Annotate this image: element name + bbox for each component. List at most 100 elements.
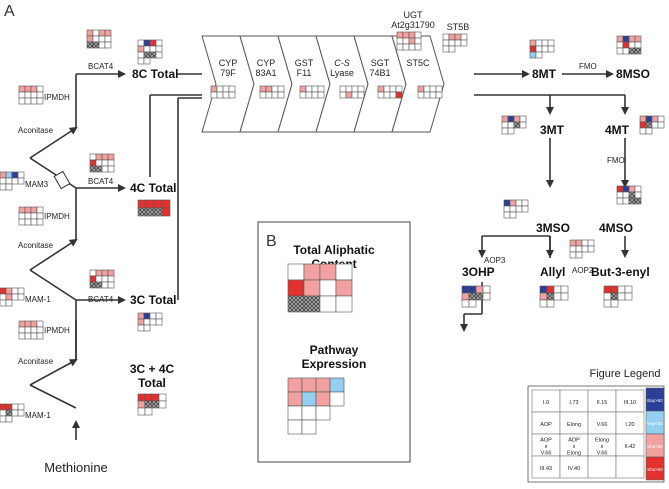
- break-mark: [53, 170, 71, 190]
- panel-label-a: A: [4, 3, 15, 20]
- grid-ipmdh-3: [18, 320, 44, 340]
- product-3c4c-line2: Total: [138, 376, 166, 390]
- panel-label-b: B: [266, 233, 277, 250]
- product-8mt: 8MT: [532, 67, 557, 81]
- enzyme-ugt-2: At2g31790: [391, 20, 435, 30]
- grid-3c4c-total: [137, 393, 167, 416]
- grid-aop2: [569, 239, 595, 259]
- legend-scale-2: Sha<50: [647, 444, 663, 449]
- chevron-label-4-a: SGT: [371, 58, 390, 68]
- legend-cell-2-0: V.66: [541, 451, 552, 457]
- enzyme-mam1-2: MAM-1: [25, 411, 51, 420]
- grid-8c-total: [137, 39, 163, 65]
- chevron-label-2-a: GST: [295, 58, 314, 68]
- enzyme-ipmdh-2: IPMDH: [44, 212, 70, 221]
- chevron-label-0-b: 79F: [220, 68, 236, 78]
- enzyme-mam1-1: MAM-1: [25, 295, 51, 304]
- product-allyl: Allyl: [540, 265, 565, 279]
- grid-panel-b-content: [287, 263, 353, 313]
- grid-4mso: [616, 185, 642, 205]
- chevron-label-1-a: CYP: [257, 58, 276, 68]
- enzyme-mam3: MAM3: [25, 180, 49, 189]
- legend-cell-2-2: V.66: [597, 451, 608, 457]
- chevron-label-2-b: F11: [297, 68, 312, 78]
- enzyme-fmo-2: FMO: [607, 156, 625, 165]
- grid-3c-total: [137, 312, 163, 332]
- legend-cell-2-1: x: [573, 444, 576, 450]
- enzyme-aconitase-3: Aconitase: [18, 357, 54, 366]
- chevron-label-0-a: CYP: [219, 58, 238, 68]
- product-4mso: 4MSO: [599, 221, 633, 235]
- enzyme-bcat4-1: BCAT4: [88, 62, 114, 71]
- product-3c4c-line1: 3C + 4C: [130, 362, 175, 376]
- legend-cell-1-2: V.66: [597, 422, 608, 428]
- legend-cell-1-3: I.20: [625, 422, 634, 428]
- panel-b-title-2a: Pathway: [310, 343, 359, 357]
- panel-b-title-1a: Total Aliphatic: [293, 243, 375, 257]
- legend-cell-0-2: II.15: [597, 400, 608, 406]
- product-but3enyl: But-3-enyl: [591, 265, 650, 279]
- grid-allyl: [539, 285, 569, 308]
- legend-cell-2-1: AOP: [568, 438, 580, 444]
- product-8mso: 8MSO: [616, 67, 650, 81]
- legend-cell-2-2: x: [601, 444, 604, 450]
- legend-cell-2-0: x: [545, 444, 548, 450]
- legend-scale-3: Sha>50: [647, 467, 663, 472]
- enzyme-ugt-1: UGT: [404, 10, 424, 20]
- grid-4c-total: [137, 199, 171, 217]
- grid-8mt: [529, 39, 555, 59]
- grid-chev-0: [210, 85, 236, 99]
- legend-scale-0: Bay>50: [647, 398, 663, 403]
- grid-ipmdh-2: [18, 206, 44, 226]
- legend-cell-3-0: III.43: [540, 466, 552, 472]
- legend-cell-0-0: I.0: [543, 400, 549, 406]
- grid-chev-4: [377, 85, 403, 99]
- grid-bcat4-1: [86, 29, 112, 49]
- panel-b-title-2b: Expression: [302, 357, 367, 371]
- grid-8mso: [616, 35, 642, 55]
- product-4mt: 4MT: [605, 123, 630, 137]
- grid-mam1-2: [0, 403, 25, 423]
- product-4c-total: 4C Total: [130, 181, 176, 195]
- product-3c-total: 3C Total: [130, 293, 176, 307]
- product-3ohp: 3OHP: [462, 265, 495, 279]
- grid-3mt: [501, 115, 527, 135]
- legend-cell-2-1: Elong: [567, 451, 581, 457]
- chevron-label-5-a: ST5C: [406, 58, 430, 68]
- legend-cell-2-2: Elong: [595, 438, 609, 444]
- legend-title: Figure Legend: [590, 368, 661, 380]
- panel-b-box: [257, 221, 411, 463]
- chevron-label-3-b: Lyase: [330, 68, 354, 78]
- chevron-5: [391, 35, 445, 133]
- grid-but3enyl: [603, 285, 633, 308]
- enzyme-fmo-1: FMO: [579, 62, 597, 71]
- enzyme-bcat4-3: BCAT4: [88, 295, 114, 304]
- grid-bcat4-2: [89, 153, 115, 173]
- grid-st5b: [442, 33, 468, 53]
- grid-chev-5: [417, 85, 443, 99]
- grid-ipmdh-1: [18, 85, 44, 105]
- legend-cell-0-1: I.73: [569, 400, 578, 406]
- legend-cell-1-0: AOP: [540, 422, 552, 428]
- product-3mt: 3MT: [540, 123, 565, 137]
- legend-cell-2-0: AOP: [540, 438, 552, 444]
- enzyme-st5b: ST5B: [447, 22, 470, 32]
- legend-cell-0-3: III.10: [624, 400, 636, 406]
- grid-bcat4-3: [89, 269, 115, 289]
- grid-4mt: [639, 115, 665, 135]
- grid-chev-3: [339, 85, 365, 99]
- grid-ugt: [396, 31, 422, 51]
- enzyme-ipmdh-3: IPMDH: [44, 326, 70, 335]
- chevron-label-3-a: C-S: [334, 58, 350, 68]
- legend-scale-1: Bay<50: [647, 421, 663, 426]
- chevron-label-4-b: 74B1: [369, 68, 390, 78]
- enzyme-aconitase-2: Aconitase: [18, 241, 54, 250]
- grid-mam1-1: [0, 287, 25, 307]
- start-methionine: Methionine: [44, 460, 108, 475]
- grid-aop3: [503, 199, 529, 219]
